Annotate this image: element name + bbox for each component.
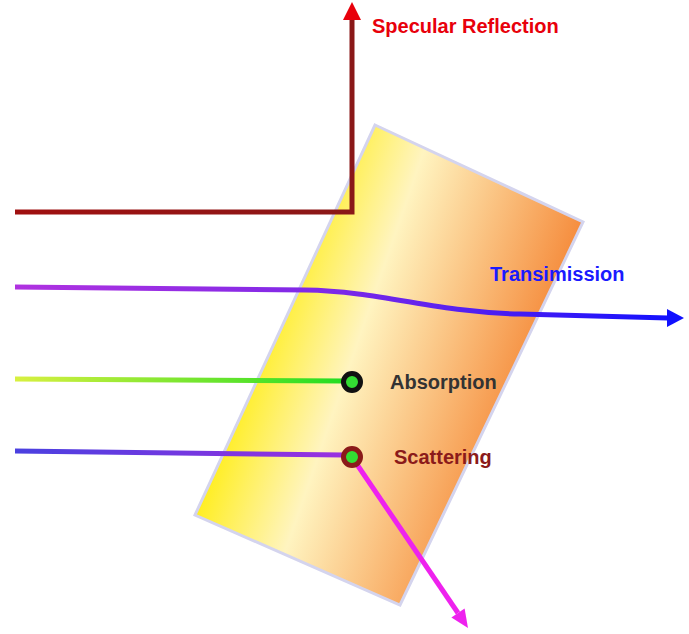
- reflection-ray: [15, 18, 352, 212]
- arrow-head: [451, 609, 468, 629]
- absorption-ray: [15, 379, 344, 381]
- arrow-head: [343, 2, 361, 20]
- incident-ray: [15, 451, 344, 455]
- scattered-ray: [356, 463, 458, 613]
- absorption-label: Absorption: [390, 370, 497, 394]
- transmission-ray: [15, 287, 668, 318]
- transmission-label: Transimission: [490, 262, 625, 286]
- arrow-head: [667, 309, 684, 327]
- reflection-label: Specular Reflection: [372, 14, 559, 38]
- scattering-label: Scattering: [394, 445, 492, 469]
- scattering-point: [344, 449, 361, 466]
- absorption-point: [344, 374, 361, 391]
- material-slab: [195, 125, 583, 605]
